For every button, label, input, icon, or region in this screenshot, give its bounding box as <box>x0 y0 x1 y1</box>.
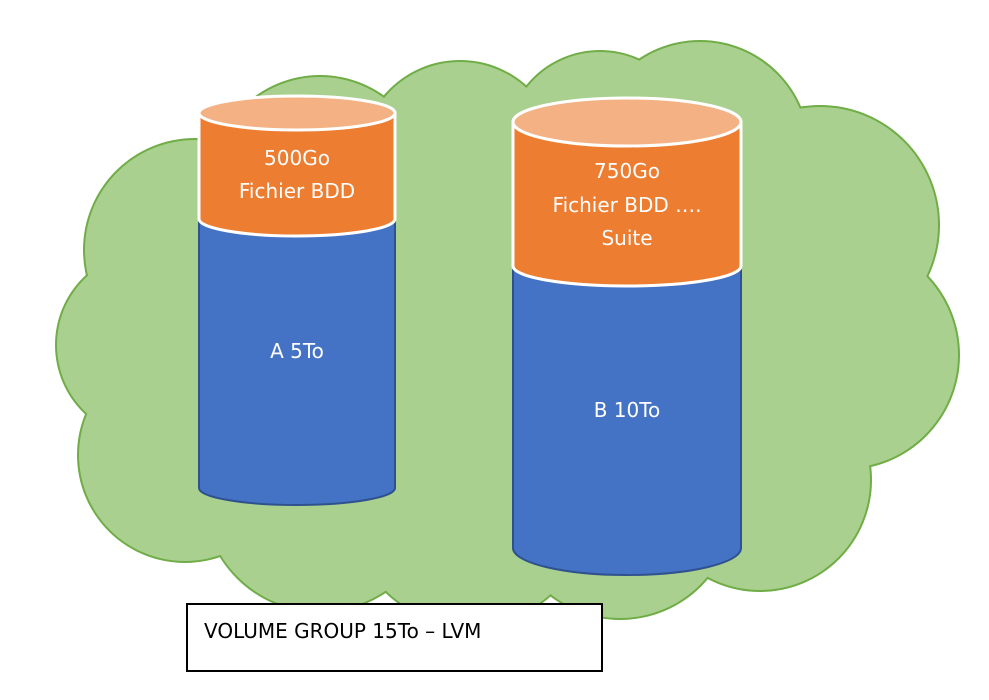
disk-a: 500Go Fichier BDD A 5To <box>197 94 397 506</box>
disk-a-file-top <box>197 94 397 132</box>
disk-a-body <box>198 219 396 506</box>
disk-b-file-label: Fichier BDD …. <box>553 193 702 217</box>
disk-b-file-size: 750Go <box>594 159 660 183</box>
disk-b-label: B 10To <box>594 398 661 422</box>
volume-group-caption-box: VOLUME GROUP 15To – LVM <box>186 603 603 672</box>
disk-a-file-label: Fichier BDD <box>239 179 355 203</box>
volume-group-cloud <box>55 40 960 627</box>
disk-a-label: A 5To <box>270 339 324 363</box>
disk-b-body <box>512 267 742 576</box>
volume-group-caption: VOLUME GROUP 15To – LVM <box>204 619 482 643</box>
disk-a-file-size: 500Go <box>264 146 330 170</box>
disk-b-file-segment <box>511 120 743 288</box>
disk-a-file-segment <box>197 111 397 238</box>
disk-b-file-label-continued: Suite <box>601 226 652 250</box>
disk-b-file-top <box>511 96 743 148</box>
disk-b: 750Go Fichier BDD …. Suite B 10To <box>511 96 743 576</box>
